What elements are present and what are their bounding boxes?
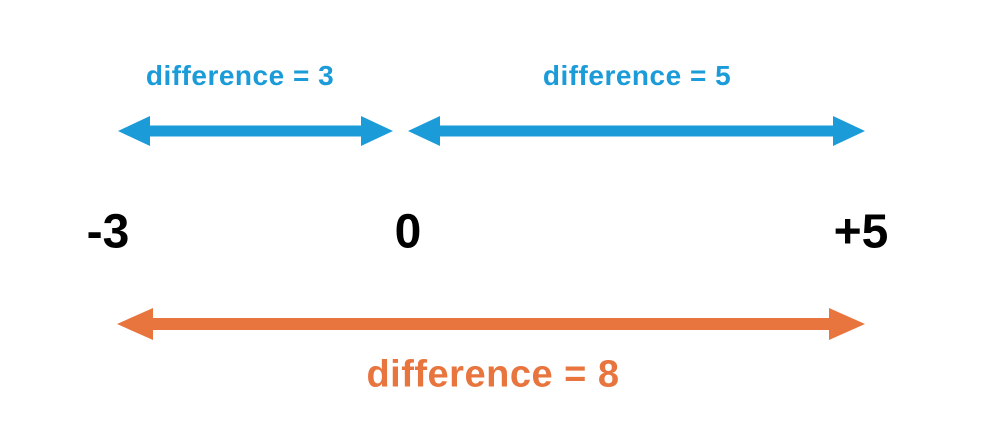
left-segment-double-arrow-icon <box>118 116 393 146</box>
left-difference-label: difference = 3 <box>145 60 335 91</box>
number-positive-five: +5 <box>833 205 889 259</box>
arrow-shape <box>408 116 865 146</box>
arrow-shape <box>117 308 865 340</box>
total-difference-label: difference = 8 <box>366 353 620 396</box>
number-zero: 0 <box>394 205 422 259</box>
right-segment-double-arrow-icon <box>408 116 865 146</box>
total-segment-double-arrow-icon <box>117 308 865 340</box>
arrow-shape <box>118 116 393 146</box>
number-negative-three: -3 <box>86 205 130 259</box>
right-difference-label: difference = 5 <box>542 60 732 91</box>
